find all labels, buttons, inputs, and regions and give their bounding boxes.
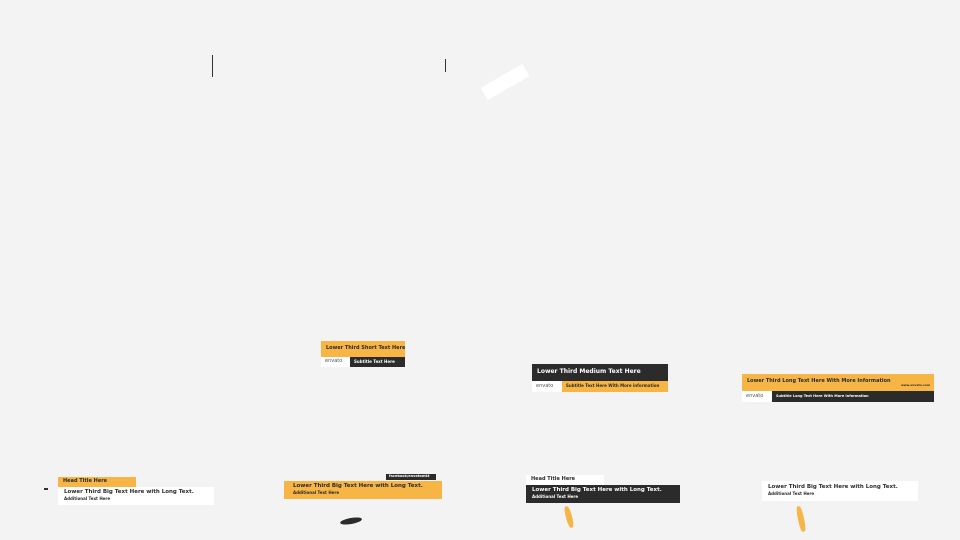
- lower-third-big-3-head-bar: Head Title Here: [526, 475, 604, 485]
- lower-third-big-2-body: Lower Third Big Text Here with Long Text…: [284, 481, 442, 499]
- lower-third-long-subtitle: Subtitle Long Text Here With More Inform…: [776, 394, 869, 398]
- lower-third-big-4-additional: Additional Text Here: [768, 491, 815, 496]
- lower-third-big-2-title: Lower Third Big Text Here with Long Text…: [293, 483, 423, 489]
- lower-third-short-subtitle-bar: Subtitle Text Here: [350, 357, 405, 367]
- ink-brush-shape: [339, 516, 363, 526]
- lower-third-big-2-handle-bar: facebook/envatomkt: [386, 474, 436, 480]
- lower-third-short-title: Lower Third Short Text Here: [326, 345, 406, 351]
- lower-third-big-3-body: Lower Third Big Text Here with Long Text…: [526, 485, 680, 503]
- lower-third-big-1-head-bar: Head Title Here: [58, 477, 136, 487]
- lower-third-long-title-bar: Lower Third Long Text Here With More Inf…: [742, 374, 934, 391]
- lower-third-big-3-head: Head Title Here: [531, 476, 576, 482]
- lower-third-long-url: www.envato.com: [900, 383, 930, 387]
- white-shape: [480, 63, 530, 101]
- envato-logo: envato: [536, 383, 554, 389]
- lower-third-big-4-title: Lower Third Big Text Here with Long Text…: [768, 484, 898, 490]
- lower-third-big-3-title: Lower Third Big Text Here with Long Text…: [532, 487, 662, 493]
- brush-stroke-shape: [795, 505, 807, 533]
- lower-third-big-1-title: Lower Third Big Text Here with Long Text…: [64, 489, 194, 495]
- lower-third-short-title-bar: Lower Third Short Text Here: [321, 341, 405, 357]
- lower-third-big-1-body: Lower Third Big Text Here with Long Text…: [58, 487, 214, 505]
- lower-third-long-subtitle-bar: Subtitle Long Text Here With More Inform…: [772, 391, 934, 402]
- divider-line: [445, 59, 446, 72]
- lower-third-big-3-additional: Additional Text Here: [532, 494, 579, 499]
- lower-third-long-title: Lower Third Long Text Here With More Inf…: [747, 378, 891, 384]
- lower-third-short-subtitle: Subtitle Text Here: [354, 359, 395, 364]
- lower-third-big-2-additional: Additional Text Here: [293, 490, 340, 495]
- lower-third-medium-title: Lower Third Medium Text Here: [537, 368, 641, 375]
- envato-badge: envato: [742, 391, 772, 402]
- lower-third-medium-title-bar: Lower Third Medium Text Here: [532, 364, 668, 381]
- lower-third-big-1-head: Head Title Here: [63, 478, 108, 484]
- divider-line: [212, 55, 213, 77]
- lower-third-big-4-body: Lower Third Big Text Here with Long Text…: [762, 481, 918, 501]
- envato-logo: envato: [325, 358, 343, 364]
- lower-third-big-1-additional: Additional Text Here: [64, 496, 111, 501]
- envato-badge: envato: [532, 381, 562, 392]
- envato-logo: envato: [746, 393, 764, 399]
- brush-stroke-shape: [563, 505, 575, 529]
- lower-third-medium-subtitle-bar: Subtitle Text Here With More information: [562, 381, 668, 392]
- dash-mark: [44, 488, 48, 490]
- lower-third-big-2-handle: facebook/envatomkt: [389, 474, 430, 478]
- lower-third-medium-subtitle: Subtitle Text Here With More information: [566, 383, 660, 388]
- envato-badge: envato: [321, 357, 350, 367]
